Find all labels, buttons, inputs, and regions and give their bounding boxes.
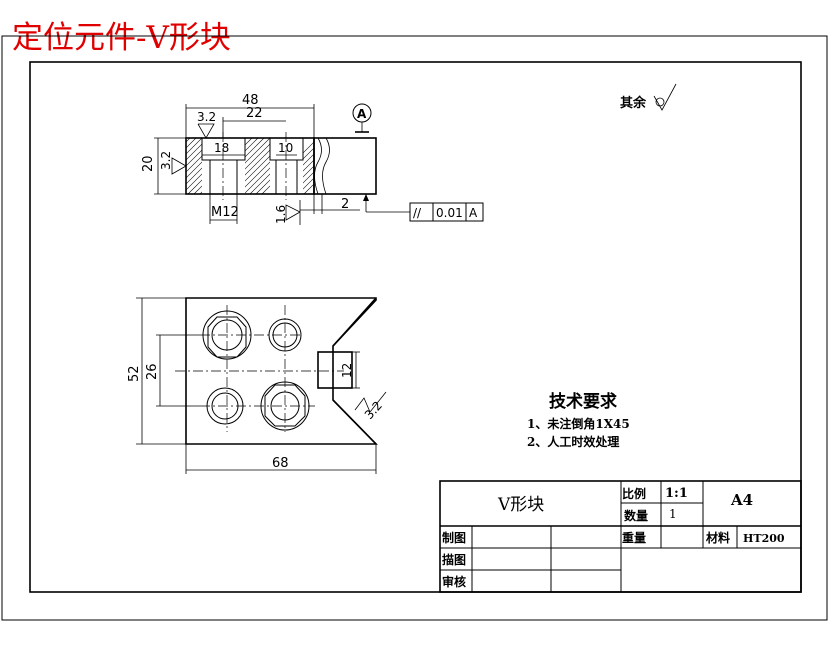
outer-frame [1,35,828,621]
inner-frame [29,61,802,593]
dim-10: 10 [276,141,297,156]
roughness-r3-label: 1.6 [274,205,288,224]
tolerance-value: 0.01 [436,206,463,220]
roughness-r4: 3.2 [354,391,387,422]
dim-18: 18 [202,141,245,156]
dim-52: 52 [127,297,186,445]
material-value: HT200 [743,532,785,545]
scale-label: 比例 [622,486,646,501]
roughness-r3: 1.6 [274,200,301,225]
roughness-other-label: 其余 [620,95,647,111]
dim-26-label: 26 [145,363,160,380]
dim-26: 26 [145,334,200,407]
dim-m12: M12 [209,194,239,224]
dim-48: 48 [185,93,315,138]
dim-52-label: 52 [127,365,142,382]
dim-2-label: 2 [341,197,349,212]
dim-m12-label: M12 [211,205,239,220]
dim-10-label: 10 [278,141,293,155]
drawing-title: 定位元件-V形块 [12,20,231,56]
section-view [185,132,377,200]
datum-a-label: A [357,107,367,121]
part-name: V形块 [497,495,544,515]
material-label: 材料 [705,530,730,545]
tech-requirements: 技术要求 1、未注倒角1X45 2、人工时效处理 [527,391,630,449]
tech-item-1: 1、未注倒角1X45 [527,416,630,431]
tech-heading: 技术要求 [549,391,617,412]
roughness-r1-label: 3.2 [197,110,216,124]
top-view [175,297,378,445]
dim-20-label: 20 [141,155,156,172]
tolerance-frame: // 0.01 A [363,194,484,222]
dim-68: 68 [185,444,377,474]
qty-value: 1 [669,507,677,521]
dim-12: 12 [340,351,360,389]
roughness-r2-label: 3.2 [159,151,173,170]
tech-item-2: 2、人工时效处理 [527,434,619,449]
drawn-label: 制图 [442,530,466,545]
dim-68-label: 68 [272,456,289,471]
roughness-symbol-icon [653,83,677,111]
hatch-left [186,138,202,194]
checked-label: 审核 [442,574,466,589]
dim-20: 20 [141,137,186,195]
dim-22: 22 [222,106,286,138]
dim-18-label: 18 [214,141,229,155]
sheet-size: A4 [730,491,753,509]
title-block: V形块 比例 1:1 数量 1 A4 重量 材料 HT200 制图 描图 审核 [439,480,802,593]
datum-a: A [352,103,372,133]
scale-value: 1:1 [665,486,688,501]
roughness-r1: 3.2 [197,110,216,139]
traced-label: 描图 [442,552,466,567]
weight-label: 重量 [622,530,646,545]
dim-48-label: 48 [242,93,259,108]
dim-12-label: 12 [340,363,354,378]
dim-2: 2 [300,194,360,214]
hatch-right [303,141,314,194]
roughness-r2: 3.2 [159,151,187,175]
tolerance-symbol: // [413,206,422,220]
hatch-middle [245,138,270,194]
qty-label: 数量 [624,508,648,523]
dim-22-label: 22 [246,106,263,121]
tolerance-datum: A [469,206,478,220]
